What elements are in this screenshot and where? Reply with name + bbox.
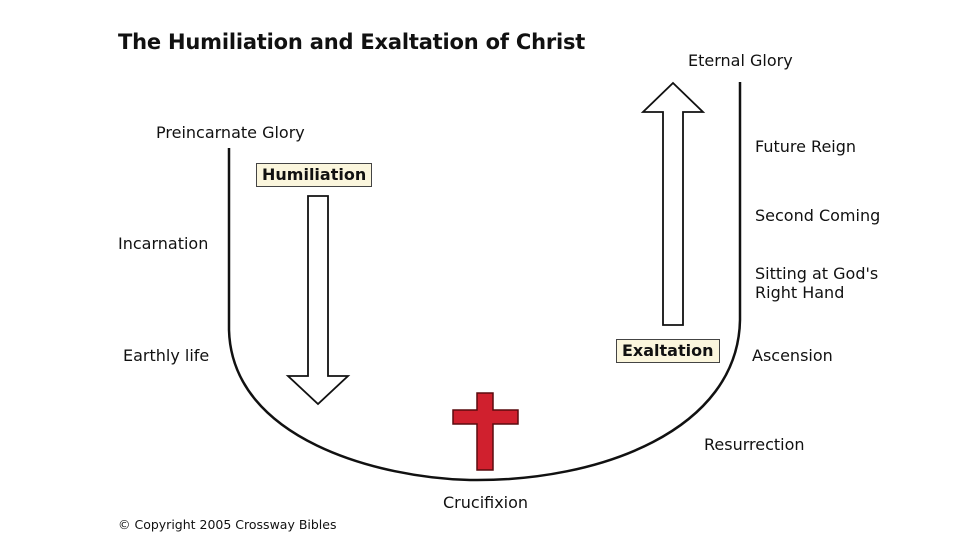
label-resurrection: Resurrection (704, 435, 805, 454)
up-arrow (640, 81, 706, 326)
down-arrow (285, 195, 351, 406)
diagram-title: The Humiliation and Exaltation of Christ (118, 30, 586, 54)
label-ascension: Ascension (752, 346, 833, 365)
label-incarnation: Incarnation (118, 234, 209, 253)
label-preincarnate-glory: Preincarnate Glory (156, 123, 305, 142)
exaltation-box: Exaltation (616, 339, 720, 363)
label-crucifixion: Crucifixion (443, 493, 529, 512)
label-second-coming: Second Coming (755, 206, 881, 225)
cross-icon (452, 392, 519, 471)
label-sitting-line1: Sitting at God's (755, 264, 879, 283)
humiliation-exaltation-curve (227, 82, 742, 482)
label-earthly-life: Earthly life (123, 346, 210, 365)
label-eternal-glory: Eternal Glory (688, 51, 793, 70)
label-sitting-line2: Right Hand (755, 283, 845, 302)
copyright-notice: © Copyright 2005 Crossway Bibles (118, 517, 337, 532)
label-future-reign: Future Reign (755, 137, 857, 156)
humiliation-box: Humiliation (256, 163, 373, 187)
